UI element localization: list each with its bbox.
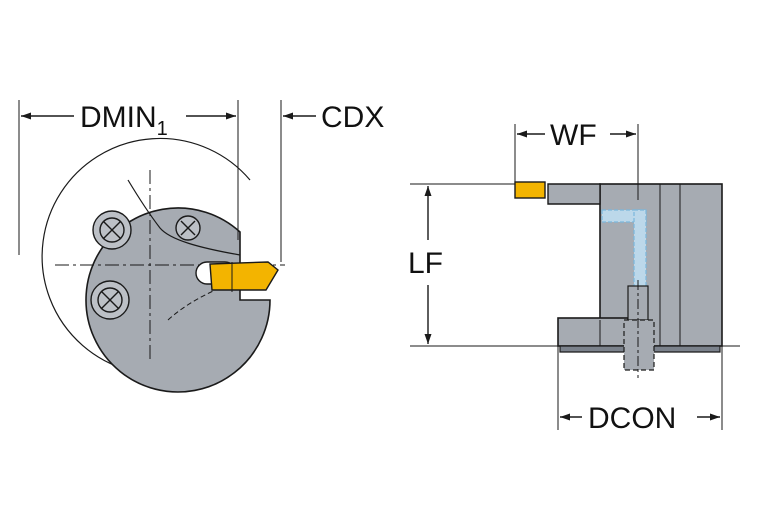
- cdx-label: CDX: [321, 101, 384, 134]
- insert-side: [514, 181, 546, 199]
- cutting-insert: [209, 261, 279, 291]
- workpiece-outline: [41, 137, 251, 371]
- dcon-label: DCON: [588, 402, 676, 435]
- screw-head-top-left: [92, 210, 132, 250]
- wf-label: WF: [550, 119, 597, 152]
- dmin-label-sub: 1: [157, 118, 168, 140]
- slot-curve: [127, 179, 241, 256]
- screw-head-bottom-left: [90, 280, 130, 320]
- screw-head-right: [175, 215, 201, 241]
- tool-head-body: [85, 207, 271, 393]
- coolant-channel: [601, 209, 647, 289]
- dmin-label-main: DMIN: [80, 101, 157, 134]
- lf-label: LF: [408, 247, 443, 280]
- side-view: WF LF DCON: [408, 119, 740, 435]
- end-view: DMIN1 CDX: [18, 100, 384, 393]
- dmin-label: DMIN1: [80, 101, 168, 140]
- clamp-screw: [623, 280, 655, 378]
